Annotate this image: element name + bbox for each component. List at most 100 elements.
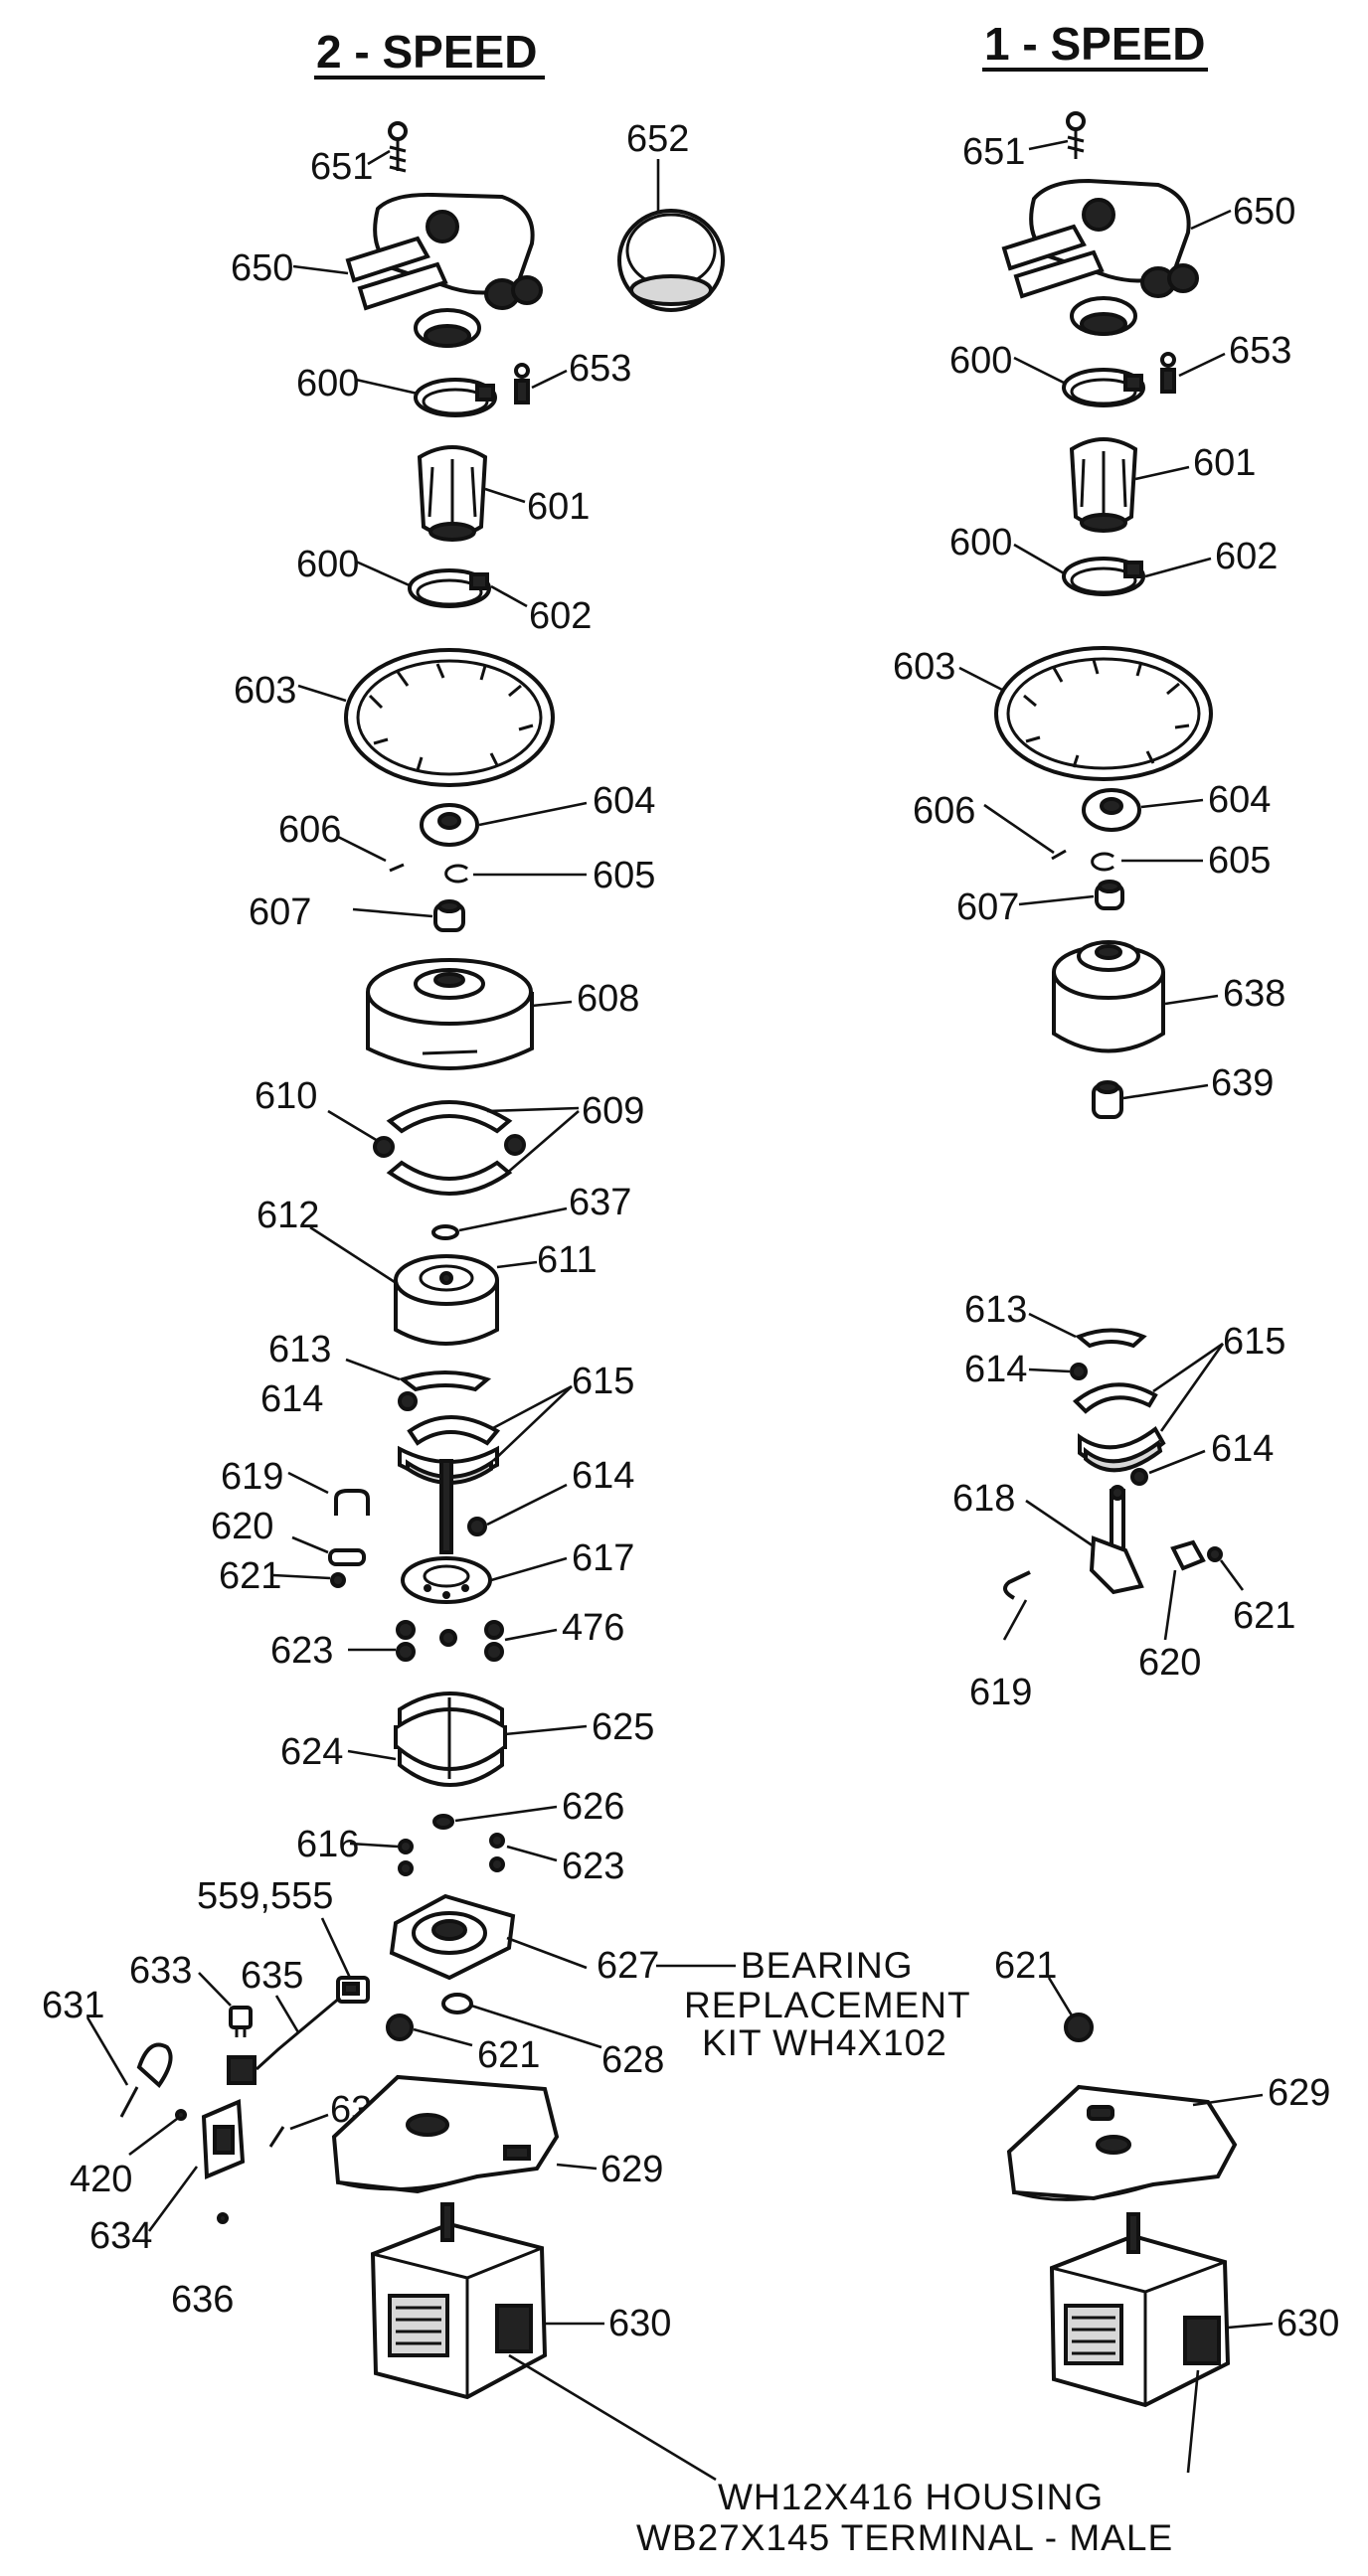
label-638: 638	[1223, 973, 1285, 1015]
part-621-nut-right-b	[1064, 2012, 1094, 2042]
label-627: 627	[597, 1945, 659, 1987]
label-605-right: 605	[1208, 840, 1271, 882]
label-605: 605	[593, 855, 655, 896]
part-653-screw	[514, 363, 530, 404]
label-616: 616	[296, 1824, 359, 1865]
label-650: 650	[231, 247, 293, 289]
part-601-coupling-right	[1069, 437, 1138, 533]
note-bearing-line-3: KIT WH4X102	[702, 2022, 947, 2063]
label-625: 625	[592, 1706, 654, 1748]
label-631: 631	[42, 1985, 104, 2026]
label-619: 619	[221, 1456, 283, 1498]
label-651: 651	[310, 146, 373, 188]
part-617-shaft	[401, 1459, 492, 1604]
label-633: 633	[129, 1950, 192, 1992]
label-614-right-upper: 614	[964, 1349, 1027, 1390]
label-651-right: 651	[962, 131, 1025, 173]
part-619-clip-right	[1003, 1570, 1031, 1600]
part-651-screw	[388, 121, 408, 173]
label-603: 603	[234, 670, 296, 712]
label-602: 602	[529, 595, 592, 637]
label-621-right-upper: 621	[1233, 1595, 1295, 1637]
part-639-bushing	[1092, 1080, 1123, 1119]
part-603-belt-right	[994, 646, 1213, 781]
label-650-right: 650	[1233, 191, 1295, 233]
part-616-balls	[398, 1839, 414, 1876]
part-650-valve-right	[1001, 178, 1199, 336]
part-630-motor-left	[370, 2202, 548, 2400]
part-636-screw	[217, 2212, 229, 2224]
part-652-ring	[617, 209, 725, 312]
note-terminal: WB27X145 TERMINAL - MALE	[636, 2517, 1173, 2558]
label-617: 617	[572, 1537, 634, 1579]
label-639: 639	[1211, 1062, 1274, 1104]
part-626-spacer	[432, 1814, 454, 1830]
label-618: 618	[952, 1478, 1015, 1520]
bearing-kit-note: BEARING REPLACEMENT KIT WH4X102	[684, 1945, 970, 2063]
label-604: 604	[593, 780, 655, 822]
label-600-right-lower: 600	[949, 522, 1012, 564]
heading-one-speed: 1 - SPEED	[982, 18, 1208, 72]
label-624: 624	[280, 1731, 343, 1773]
part-634-capacitor-bracket	[201, 2099, 246, 2179]
part-600-clamp-a	[414, 378, 497, 417]
part-600-clamp-right-a	[1062, 368, 1145, 407]
part-629-plate-left	[331, 2074, 560, 2194]
label-623-lower: 623	[562, 1846, 624, 1887]
part-607-bushing	[433, 899, 465, 932]
heading-two-speed: 2 - SPEED	[314, 26, 545, 80]
part-651-screw-right	[1066, 111, 1086, 159]
label-606: 606	[278, 809, 341, 851]
part-611-hub	[394, 1254, 499, 1346]
part-605-clip-right	[1091, 852, 1114, 872]
part-618-cam	[1089, 1485, 1144, 1595]
part-631-switch	[119, 2042, 173, 2118]
part-613-plate	[398, 1370, 492, 1392]
label-653: 653	[569, 348, 631, 390]
label-607: 607	[249, 891, 311, 933]
part-620-link	[328, 1548, 366, 1566]
part-619-clip	[334, 1489, 370, 1516]
part-633-terminal	[229, 2006, 253, 2037]
part-614-spring-b	[467, 1517, 487, 1536]
label-628: 628	[601, 2039, 664, 2081]
part-632-pin	[268, 2126, 285, 2148]
label-613-right: 613	[964, 1289, 1027, 1331]
label-607-right: 607	[956, 886, 1019, 928]
label-559-555: 559,555	[197, 1875, 333, 1917]
part-606-pin-right	[1051, 849, 1067, 861]
part-604-pulley	[420, 803, 479, 847]
label-653-right: 653	[1229, 330, 1291, 372]
part-629-plate-right	[1006, 2084, 1238, 2201]
label-420: 420	[70, 2159, 132, 2200]
label-629-left: 629	[600, 2149, 663, 2190]
label-629-right: 629	[1268, 2072, 1330, 2114]
label-612: 612	[256, 1195, 319, 1236]
heading-one-speed-text: 1 - SPEED	[984, 18, 1205, 70]
part-600-clamp-b	[408, 568, 491, 608]
part-607-bushing-right	[1095, 880, 1124, 910]
part-614-spring-right-a	[1070, 1363, 1088, 1380]
label-606-right: 606	[913, 790, 975, 832]
part-600-clamp-right-b	[1062, 557, 1145, 596]
part-628-washer	[441, 1993, 473, 2014]
label-608: 608	[577, 978, 639, 1020]
part-604-pulley-right	[1082, 788, 1141, 832]
part-637-washer	[431, 1224, 459, 1240]
part-650-valve	[345, 192, 543, 348]
label-609: 609	[582, 1090, 644, 1132]
label-615: 615	[572, 1361, 634, 1402]
label-601-right: 601	[1193, 442, 1256, 484]
label-652: 652	[626, 118, 689, 160]
part-601-coupling	[417, 445, 488, 542]
label-620: 620	[211, 1506, 273, 1547]
label-637: 637	[569, 1182, 631, 1223]
part-627-bearing-plate	[389, 1893, 516, 1981]
part-614-spring-right-b	[1130, 1468, 1148, 1486]
note-housing: WH12X416 HOUSING	[718, 2477, 1104, 2517]
label-604-right: 604	[1208, 779, 1271, 821]
part-653-screw-right	[1160, 352, 1176, 394]
part-420-screw	[175, 2109, 187, 2121]
part-623-balls-upper	[396, 1620, 504, 1662]
